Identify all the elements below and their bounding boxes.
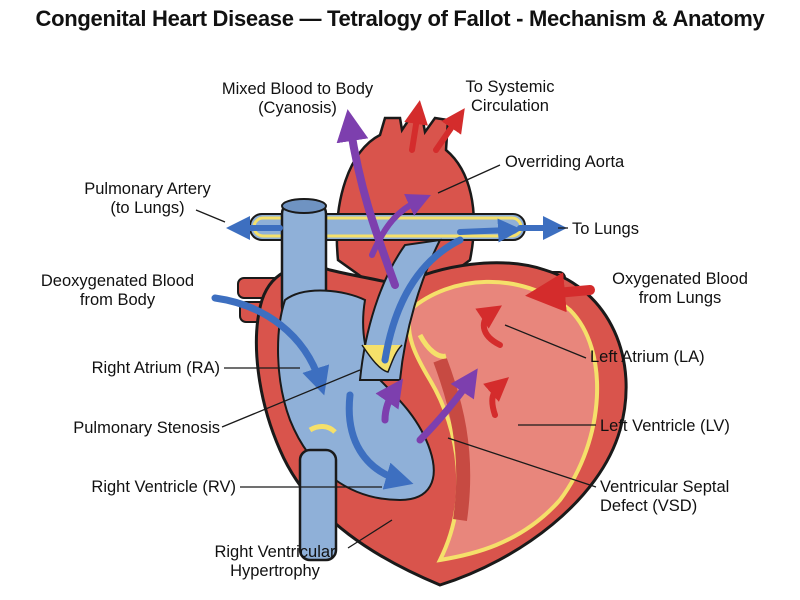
label-oxygenated-line1: Oxygenated Blood	[612, 270, 748, 288]
label-oxygenated-blood: Oxygenated Blood from Lungs	[595, 270, 765, 308]
label-mixed-blood-line1: Mixed Blood to Body	[221, 80, 374, 98]
label-to-lungs: To Lungs	[572, 220, 639, 238]
label-rv-hypertrophy-line1: Right Ventricular	[214, 543, 336, 561]
label-deoxygenated-line1: Deoxygenated Blood	[40, 272, 195, 290]
label-deoxygenated-blood: Deoxygenated Blood from Body	[25, 272, 210, 310]
label-pulmonary-artery-line1: Pulmonary Artery	[84, 180, 211, 198]
label-to-systemic: To Systemic Circulation	[450, 78, 570, 116]
label-right-ventricle: Right Ventricle (RV)	[91, 478, 236, 496]
label-vsd: Ventricular Septal Defect (VSD)	[600, 478, 729, 516]
label-to-systemic-line1: To Systemic	[465, 78, 555, 96]
flow-arrows	[211, 100, 595, 490]
label-vsd-line1: Ventricular Septal	[600, 478, 730, 496]
label-pulmonary-stenosis: Pulmonary Stenosis	[73, 419, 220, 437]
label-rv-hypertrophy: Right Ventricular Hypertrophy	[185, 543, 365, 581]
label-left-atrium: Left Atrium (LA)	[590, 348, 705, 366]
label-pulmonary-artery-line2: (to Lungs)	[110, 199, 185, 217]
label-mixed-blood: Mixed Blood to Body (Cyanosis)	[200, 80, 395, 118]
label-deoxygenated-line2: from Body	[79, 291, 156, 309]
right-heart-chamber	[277, 289, 435, 502]
label-vsd-line2: Defect (VSD)	[600, 497, 698, 515]
label-right-atrium: Right Atrium (RA)	[91, 359, 220, 377]
leader-lines	[195, 164, 597, 549]
label-oxygenated-line2: from Lungs	[638, 289, 722, 307]
label-to-systemic-line2: Circulation	[471, 97, 549, 115]
page-title: Congenital Heart Disease — Tetralogy of …	[35, 6, 765, 31]
label-left-ventricle: Left Ventricle (LV)	[600, 417, 730, 435]
label-overriding-aorta: Overriding Aorta	[505, 153, 625, 171]
label-pulmonary-artery: Pulmonary Artery (to Lungs)	[60, 180, 235, 218]
label-rv-hypertrophy-line2: Hypertrophy	[230, 562, 320, 580]
inferior-vena-cava	[298, 448, 338, 562]
ventricular-septum	[433, 357, 471, 521]
label-mixed-blood-line2: (Cyanosis)	[258, 99, 337, 117]
